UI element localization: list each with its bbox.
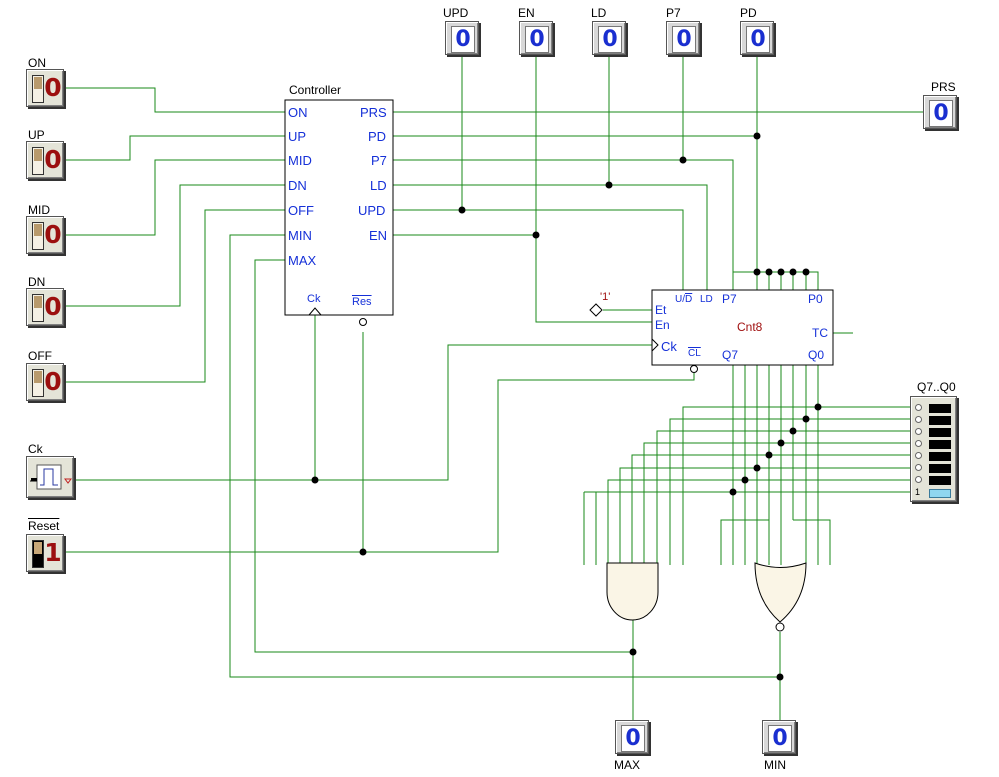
switch-up[interactable]: 0	[26, 141, 64, 179]
controller-res-pin: Res	[352, 296, 372, 308]
probe-upd-label: UPD	[443, 6, 469, 20]
wire-p7	[393, 159, 734, 290]
switch-dn-label: DN	[28, 275, 46, 289]
probe-p7-label: P7	[666, 6, 681, 20]
controller-in-mid: MID	[288, 153, 312, 168]
reset-label: Reset	[28, 519, 60, 533]
counter-q7-pin: Q7	[722, 348, 739, 362]
clock-wave-icon	[30, 464, 72, 490]
probe-p7: 0	[666, 21, 700, 55]
bar-segment	[929, 428, 951, 437]
wire-up	[66, 135, 285, 161]
probe-prs-label: PRS	[931, 80, 956, 94]
controller-in-off: OFF	[288, 203, 314, 218]
probe-upd: 0	[445, 21, 479, 55]
probe-en: 0	[519, 21, 553, 55]
const-one-diamond	[589, 303, 603, 317]
counter-q0-pin: Q0	[808, 348, 825, 362]
probe-max-label: MAX	[614, 758, 641, 772]
bargraph-display: 1	[910, 396, 957, 502]
wires	[66, 56, 925, 720]
counter-p0-pin: P0	[808, 292, 823, 306]
bar-segment	[929, 440, 951, 449]
wire-ck	[74, 344, 652, 481]
controller-in-min: MIN	[288, 228, 312, 243]
nor-gate	[754, 562, 807, 623]
controller-out-prs: PRS	[360, 105, 387, 120]
bar-segment-lit	[929, 489, 951, 498]
counter-cl-bubble	[690, 365, 698, 373]
wire-mid	[66, 159, 285, 236]
probe-en-label: EN	[518, 6, 535, 20]
switch-off-label: OFF	[28, 349, 52, 363]
bargraph-label: Q7..Q0	[917, 380, 956, 394]
junctions	[311, 132, 822, 681]
controller-out-ld: LD	[370, 178, 387, 193]
wire-off	[66, 209, 285, 383]
counter-et-pin: Et	[655, 303, 667, 317]
counter-ck-pin: Ck	[661, 339, 677, 354]
reset-switch[interactable]: 1	[26, 534, 64, 572]
controller-ck-notch	[308, 307, 322, 316]
wire-min	[229, 234, 780, 678]
wire-upd	[393, 209, 684, 290]
switch-on-label: ON	[28, 56, 46, 70]
controller-ck-pin: Ck	[307, 293, 321, 305]
controller-title: Controller	[289, 83, 342, 97]
counter-ud-pin: U/D	[675, 294, 693, 305]
counter-ld-pin: LD	[700, 294, 713, 305]
wire-pd	[393, 135, 758, 272]
controller-out-p7: P7	[371, 153, 387, 168]
probe-min: 0	[762, 720, 796, 754]
controller-out-upd: UPD	[358, 203, 386, 218]
clock-generator[interactable]	[26, 456, 74, 498]
bar-segment	[929, 464, 951, 473]
counter-ck-notch	[651, 338, 659, 352]
counter-name: Cnt8	[737, 320, 763, 334]
probe-max: 0	[615, 720, 649, 754]
switch-up-label: UP	[28, 128, 45, 142]
probe-pd: 0	[740, 21, 774, 55]
counter-en-pin: En	[655, 318, 670, 332]
counter-p7-pin: P7	[722, 292, 737, 306]
wire-on	[66, 87, 285, 113]
wire-en-probe	[535, 56, 652, 323]
controller-in-on: ON	[288, 105, 308, 120]
counter-tc-pin: TC	[812, 326, 828, 340]
bar-segment	[929, 404, 951, 413]
probe-ld: 0	[592, 21, 626, 55]
wire-max	[254, 259, 633, 653]
switch-on[interactable]: 0	[26, 69, 64, 107]
bar-segment	[929, 452, 951, 461]
probe-prs: 0	[923, 95, 957, 129]
controller-in-dn: DN	[288, 178, 307, 193]
probe-pd-label: PD	[740, 6, 757, 20]
controller-res-bubble	[359, 318, 367, 326]
nor-bubble	[775, 622, 785, 632]
controller-in-max: MAX	[288, 253, 317, 268]
wire-pbus	[732, 271, 819, 290]
bar-segment	[929, 416, 951, 425]
switch-mid[interactable]: 0	[26, 216, 64, 254]
wire-dn	[66, 184, 285, 307]
counter-box	[651, 289, 834, 366]
wire-reset	[66, 372, 695, 553]
and-gate	[606, 562, 659, 621]
bar-segment	[929, 476, 951, 485]
switch-mid-label: MID	[28, 203, 50, 217]
wire-ld	[393, 184, 708, 290]
switch-dn[interactable]: 0	[26, 288, 64, 326]
switch-off[interactable]: 0	[26, 363, 64, 401]
controller-in-up: UP	[288, 129, 307, 144]
bargraph-one-label: 1	[915, 487, 921, 497]
counter-cl-pin: CL	[688, 348, 701, 359]
probe-ld-label: LD	[591, 6, 607, 20]
controller-out-pd: PD	[368, 129, 387, 144]
controller-out-en: EN	[369, 228, 388, 243]
controller-box	[284, 99, 394, 316]
probe-min-label: MIN	[764, 758, 786, 772]
clock-label: Ck	[28, 442, 43, 456]
const-one-label: '1'	[600, 291, 611, 303]
